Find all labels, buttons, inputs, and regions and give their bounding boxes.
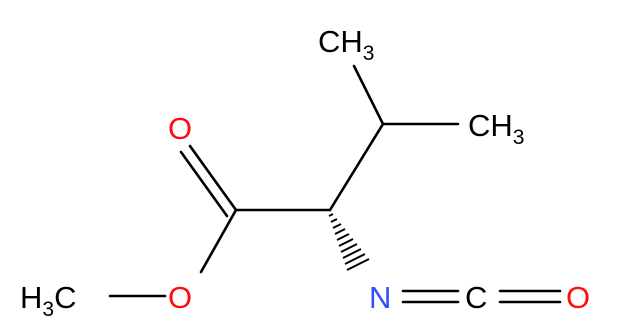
atom-label-ester-oxygen: O	[168, 280, 192, 315]
atom-label-isocyanate-carbon: C	[465, 280, 487, 315]
atom-label-isocyanate-oxygen: O	[566, 280, 590, 315]
bond-alpha-to-ch	[328, 122, 385, 212]
atom-label-nitrogen: N	[369, 280, 391, 315]
bond-ch-to-top-methyl	[352, 64, 385, 126]
atom-label-top-methyl: CH3	[318, 24, 374, 65]
hashed-wedge-bond	[328, 213, 370, 271]
bond-carbonyl-double-2	[179, 150, 229, 218]
atom-label-carbonyl-oxygen: O	[168, 111, 192, 146]
atom-label-right-methyl: CH3	[468, 108, 524, 149]
atom-labels: CH3 CH3 O O H3C N C O	[20, 24, 590, 321]
bond-carbonyl-double-1	[188, 144, 238, 212]
atom-label-methoxy-methyl: H3C	[20, 280, 76, 321]
bond-carbonyl-to-ester-o	[199, 208, 238, 274]
bonds	[108, 64, 562, 304]
